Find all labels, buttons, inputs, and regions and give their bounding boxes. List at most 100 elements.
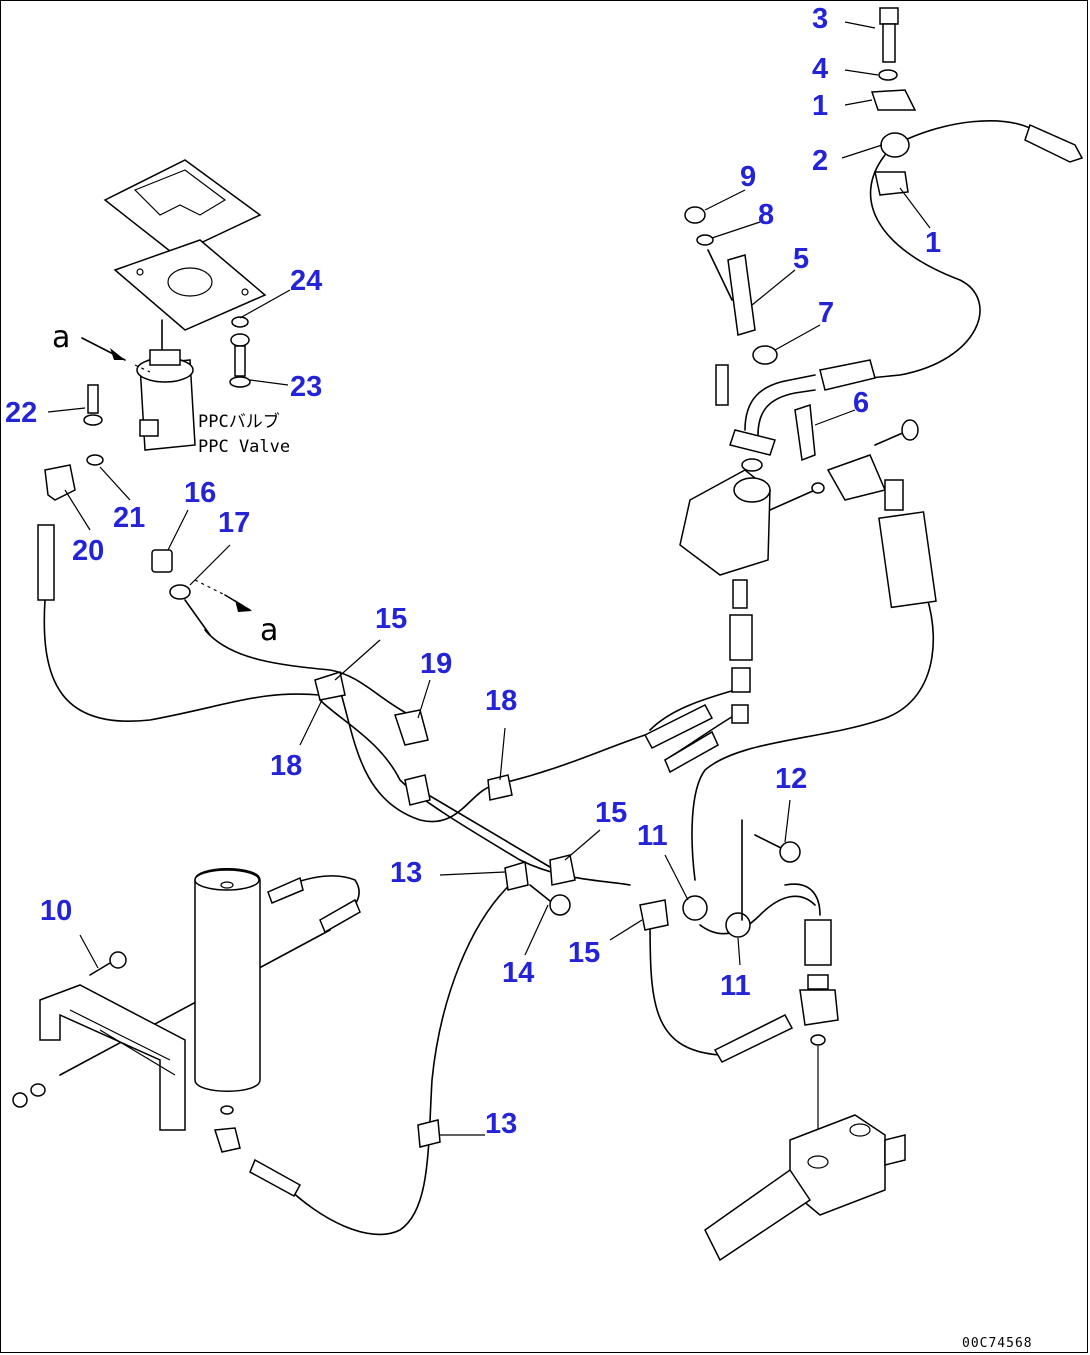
- hose-end-fitting-top: [1024, 123, 1084, 163]
- ppc-valve-assembly: [103, 159, 267, 451]
- callout-21: 21: [113, 502, 145, 534]
- clamp-13-low: [417, 1119, 441, 1148]
- callout-20: 20: [72, 535, 104, 567]
- hose-bottom-center: [284, 879, 516, 1236]
- callout-12: 12: [775, 763, 807, 795]
- view-arrow-a-lower: [194, 579, 252, 612]
- fitting-17: [169, 584, 211, 636]
- callout-1-top: 1: [812, 90, 828, 122]
- hose-left-loop: [43, 599, 321, 723]
- hose-top-right: [904, 120, 1031, 141]
- hose-right-loop: [869, 154, 981, 379]
- hose-upper-mid: [204, 629, 411, 716]
- callout-11-top: 11: [637, 820, 668, 852]
- flange-plate: [729, 429, 776, 456]
- adapter-below-pump: [732, 579, 748, 609]
- view-label-a-lower: a: [260, 613, 278, 648]
- callout-23: 23: [290, 371, 322, 403]
- clamp-13-mid: [504, 861, 529, 891]
- connector-19: [394, 709, 429, 746]
- washer-4: [878, 69, 898, 81]
- bracket-5: [727, 254, 756, 336]
- bolt-flange: [874, 419, 919, 446]
- callout-13-mid: 13: [390, 857, 422, 889]
- callout-2: 2: [812, 145, 828, 177]
- bolt-14: [529, 884, 571, 916]
- hose-right-vertical: [691, 549, 934, 881]
- valve-label-en: PPC Valve: [198, 437, 290, 457]
- hose-fitting-mid-1: [643, 704, 714, 749]
- drawing-code: 00C74568: [962, 1336, 1033, 1351]
- clamp-18-left: [404, 774, 431, 806]
- accumulator-hose-fitting: [319, 898, 361, 934]
- bolt-washer-23: [229, 316, 251, 388]
- hose-mid-loop: [339, 689, 646, 823]
- nut-9: [684, 206, 706, 224]
- clamp-15-top: [314, 671, 346, 701]
- callout-1-right: 1: [925, 227, 941, 259]
- o-ring-21: [86, 454, 104, 466]
- view-arrow-a-upper: [81, 337, 151, 373]
- hose-fitting-6: [819, 359, 876, 391]
- callout-6: 6: [853, 387, 869, 419]
- nut-bracket-2: [30, 1083, 46, 1097]
- callout-19: 19: [420, 648, 452, 680]
- accumulator-top-fitting: [267, 876, 304, 904]
- callout-13-bottom: 13: [485, 1108, 517, 1140]
- hose-fitting-mid-2: [664, 730, 719, 774]
- clamp-15-low: [639, 899, 669, 931]
- callout-14: 14: [502, 957, 534, 989]
- nut-bracket-1: [12, 1092, 28, 1108]
- pump-body: [679, 458, 825, 576]
- hose-fitting-lower-2: [713, 1014, 794, 1063]
- leader-lines: [47, 21, 931, 1136]
- callout-15-mid: 15: [595, 797, 627, 829]
- clamp-1-top: [870, 89, 917, 111]
- callout-11-bottom: 11: [720, 970, 751, 1002]
- elbow-below-pump: [731, 704, 749, 724]
- callout-15-top: 15: [375, 603, 407, 635]
- callout-3: 3: [812, 3, 828, 35]
- pipe-elbow-2: [757, 389, 816, 436]
- bolt-10: [89, 951, 127, 976]
- clamp-15-mid: [549, 854, 576, 886]
- bracket-arm-5: [707, 249, 733, 301]
- callout-8: 8: [758, 199, 774, 231]
- callout-18-right: 18: [485, 685, 517, 717]
- bolt-12: [754, 834, 801, 863]
- accumulator-elbow: [214, 1127, 302, 1198]
- hose-mid-2: [319, 699, 631, 886]
- accumulator: [194, 868, 261, 1115]
- hose-lower-right-2: [699, 895, 816, 935]
- callout-17: 17: [218, 507, 250, 539]
- bolt-22: [83, 384, 103, 426]
- clip-6: [794, 403, 816, 462]
- washer-8: [696, 234, 714, 246]
- clamp-18-right: [487, 774, 513, 801]
- pipe-elbow: [744, 374, 816, 431]
- callout-15-low: 15: [568, 937, 600, 969]
- tee-below-pump: [731, 667, 751, 693]
- callout-9: 9: [740, 161, 756, 193]
- clamp-7: [752, 345, 778, 365]
- pipe-below-pump: [729, 614, 753, 661]
- callout-4: 4: [812, 53, 828, 85]
- bracket-10: [39, 984, 186, 1131]
- fitting-16: [151, 549, 173, 573]
- view-label-a-upper: a: [52, 320, 70, 355]
- hose-fitting-lower-right: [784, 883, 832, 966]
- callout-22: 22: [5, 397, 37, 429]
- clamp-11-bottom: [725, 912, 751, 938]
- bolt-6-left: [715, 364, 729, 406]
- callout-24: 24: [290, 265, 322, 297]
- clamp-11-top: [682, 895, 708, 921]
- clamp-1-bottom: [874, 171, 909, 196]
- hose-valve-down: [649, 689, 736, 731]
- cushion-2: [880, 132, 910, 158]
- callout-5: 5: [793, 243, 809, 275]
- callout-16: 16: [184, 477, 216, 509]
- adapter-lower-right: [799, 974, 839, 1046]
- callout-7: 7: [818, 297, 834, 329]
